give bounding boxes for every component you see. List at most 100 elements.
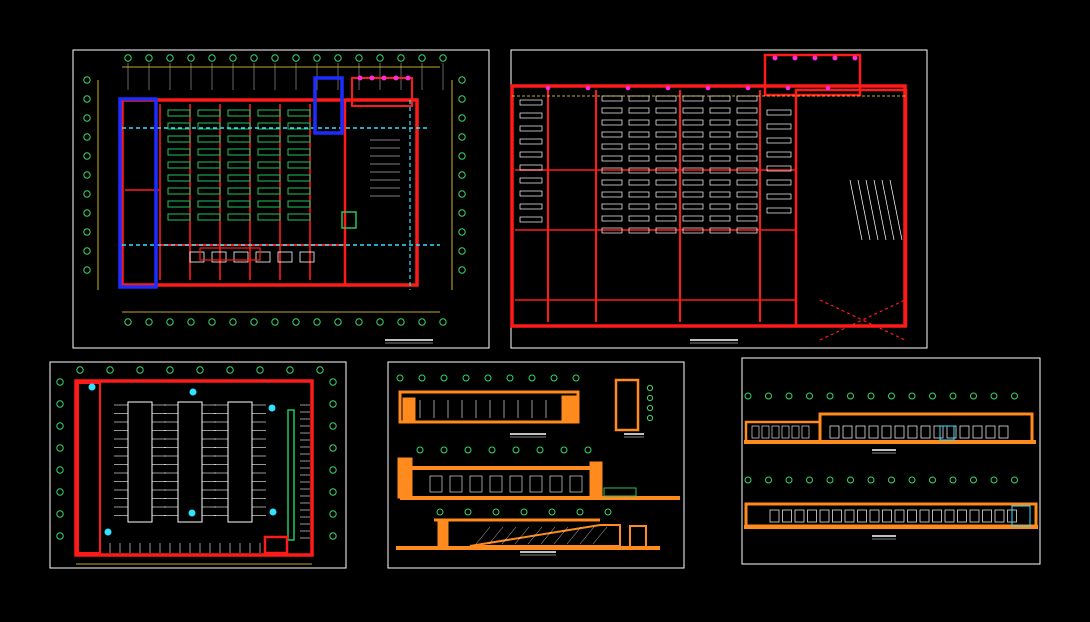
column-marker — [405, 75, 411, 81]
shelving-unit — [766, 207, 792, 214]
shelving-unit — [682, 95, 704, 102]
grid-bubble-top — [826, 392, 834, 400]
detail-section — [614, 378, 640, 432]
grid-bubble-top — [418, 374, 426, 382]
grid-bubble-right — [646, 394, 654, 402]
shelving-unit — [287, 161, 311, 169]
shelving-unit — [736, 227, 758, 234]
grid-bubble-left — [83, 190, 91, 198]
shelving-unit — [655, 143, 677, 150]
grid-bubble-bottom — [292, 318, 300, 326]
grid-bubble-left — [56, 532, 64, 540]
shelving-unit — [601, 179, 623, 186]
grid-bubble-top — [847, 476, 854, 484]
window — [801, 425, 810, 439]
shelving-unit — [519, 164, 543, 171]
shelving-unit — [287, 187, 311, 195]
grid-bubble-right — [646, 414, 654, 422]
section-fixture — [549, 475, 563, 493]
upper-annex — [763, 53, 862, 97]
window — [919, 509, 930, 523]
grid-bubble-top — [990, 476, 998, 484]
window — [972, 425, 983, 439]
grid-bubble-right — [329, 466, 337, 474]
shelving-unit — [628, 131, 650, 138]
grid-bubble-left — [56, 444, 64, 452]
grid-bubble-right — [458, 76, 466, 84]
grid-bubble-top — [512, 446, 520, 454]
column-marker — [745, 85, 751, 91]
shelving-unit — [227, 135, 251, 143]
column-marker — [792, 55, 798, 61]
column-marker — [393, 75, 399, 81]
shelving-unit — [257, 187, 281, 195]
shelving-unit — [601, 143, 623, 150]
upper-annex — [351, 77, 413, 107]
shelving-unit — [655, 179, 677, 186]
shelving-unit — [519, 138, 543, 145]
grid-bubble-top — [397, 54, 405, 62]
section-c-booth — [629, 525, 647, 549]
shelving-unit — [709, 155, 731, 162]
shelving-unit — [257, 200, 281, 208]
parking-boundary — [74, 379, 314, 557]
shelving-unit — [257, 135, 281, 143]
shelving-unit — [519, 125, 543, 132]
shelving-unit — [655, 107, 677, 114]
grid-bubble-top — [416, 446, 424, 454]
grid-bubble-right — [329, 378, 337, 386]
ramp-stripe — [873, 179, 887, 241]
shelving-unit — [601, 227, 623, 234]
shelving-unit — [682, 107, 704, 114]
grid-bubble-top — [492, 508, 500, 516]
grid-bubble-bottom — [418, 318, 426, 326]
grid-bubble-right — [458, 209, 466, 217]
column-marker — [772, 55, 778, 61]
grid-bubble-left — [56, 400, 64, 408]
shelving-unit — [736, 107, 758, 114]
grid-bubble-top — [166, 54, 174, 62]
column-marker — [665, 85, 671, 91]
window — [844, 509, 855, 523]
shelving-unit — [736, 215, 758, 222]
column-marker — [625, 85, 631, 91]
grid-bubble-top — [256, 366, 264, 374]
grid-bubble-top — [440, 374, 448, 382]
grid-bubble-bottom — [229, 318, 237, 326]
shelving-unit — [655, 227, 677, 234]
shelving-unit — [682, 227, 704, 234]
column-marker — [357, 75, 363, 81]
window — [761, 425, 770, 439]
shelving-unit — [682, 167, 704, 174]
grid-bubble-right — [458, 152, 466, 160]
shelving-unit — [628, 107, 650, 114]
shelving-unit — [197, 148, 221, 156]
grid-bubble-top — [806, 392, 813, 400]
grid-bubble-top — [355, 54, 363, 62]
shelving-unit — [601, 131, 623, 138]
grid-bubble-top — [136, 366, 144, 374]
shelving-unit — [709, 107, 731, 114]
grid-bubble-top — [250, 54, 258, 62]
light-post — [268, 404, 276, 412]
ramp-hatch — [579, 526, 595, 545]
grid-bubble-top — [826, 476, 834, 484]
shelving-unit — [197, 122, 221, 130]
service-wing — [343, 98, 419, 287]
column-marker — [369, 75, 375, 81]
window — [907, 509, 917, 523]
grid-bubble-right — [458, 171, 466, 179]
shelving-unit — [628, 95, 650, 102]
shelving-unit — [519, 216, 543, 223]
ramp-hatch — [592, 526, 608, 545]
window — [869, 509, 880, 523]
window — [794, 509, 805, 523]
shelving-unit — [736, 119, 758, 126]
shelving-unit — [709, 179, 731, 186]
window — [751, 425, 760, 439]
window — [771, 425, 780, 439]
ground-floor-plan-sheet — [72, 49, 490, 349]
shelving-unit — [519, 151, 543, 158]
window — [791, 425, 800, 439]
